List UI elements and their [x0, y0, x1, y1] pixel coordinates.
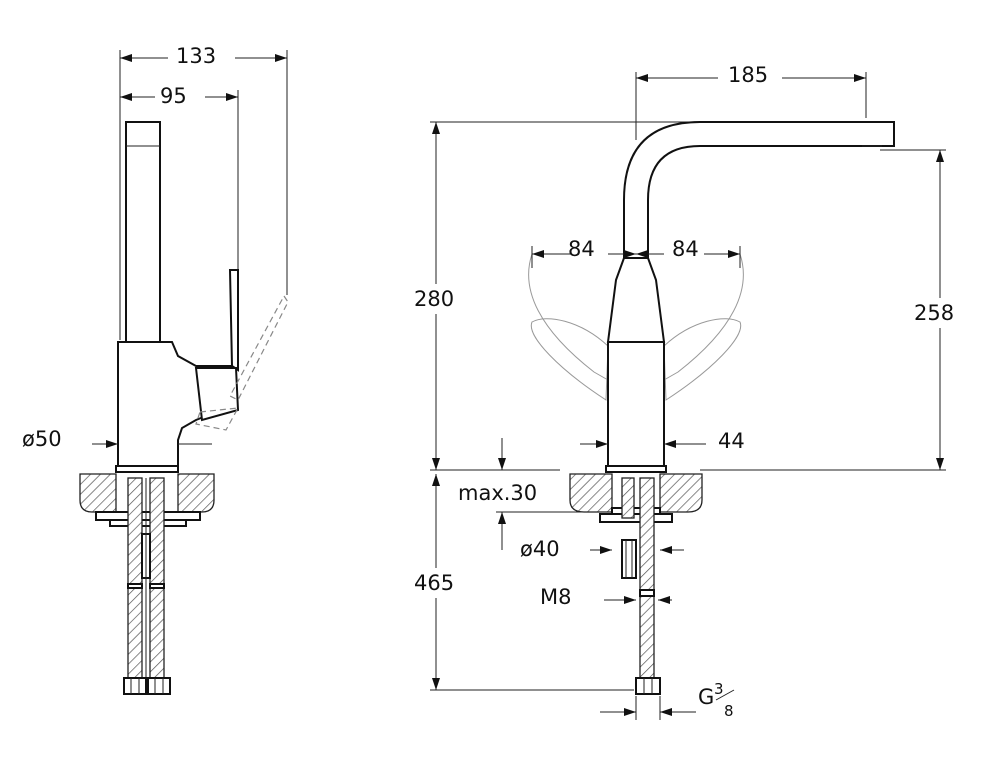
- dimension-258: 258: [880, 149, 968, 470]
- dim-95-label: 95: [160, 84, 187, 108]
- side-hose-right: [149, 477, 165, 679]
- front-lever-right-arc: [663, 253, 744, 381]
- dim-max30-label: max.30: [458, 481, 537, 505]
- dim-185-label: 185: [728, 63, 768, 87]
- side-lever-open-position: [195, 294, 289, 431]
- side-base-plate: [115, 465, 179, 473]
- dim-465-label: 465: [414, 571, 454, 595]
- front-hose-main: [639, 595, 655, 679]
- front-lever-stem: [606, 257, 666, 343]
- front-hose-a: [621, 477, 635, 519]
- dimension-diameter-40: ø40: [520, 537, 684, 561]
- front-base-plate: [605, 465, 667, 473]
- dim-m8-label: M8: [540, 585, 571, 609]
- dim-280-label: 280: [414, 287, 454, 311]
- front-spout: [623, 121, 895, 341]
- dim-g38-denominator: 8: [724, 702, 734, 720]
- dimension-133: 133: [119, 44, 288, 340]
- dim-g38-label: G: [698, 685, 714, 709]
- front-view: 185 280 258: [412, 63, 968, 720]
- side-hose-nut-right: [147, 677, 171, 695]
- dim-84-right-label: 84: [672, 237, 699, 261]
- front-lever-left-arc: [528, 253, 609, 381]
- dimension-185: 185: [635, 63, 867, 140]
- dim-258-label: 258: [914, 301, 954, 325]
- side-view: 133 95 ø50: [22, 44, 289, 695]
- dimension-465: 465: [412, 474, 634, 691]
- side-mount-plate: [95, 511, 201, 521]
- dimension-44: 44: [580, 429, 745, 453]
- side-lever: [228, 269, 239, 372]
- front-body: [607, 341, 665, 467]
- front-hose-nut: [635, 677, 661, 695]
- dim-d50-label: ø50: [22, 427, 62, 451]
- dimension-84-pair: 84 84: [531, 237, 741, 268]
- side-countertop-right: [177, 473, 215, 513]
- dimension-95: 95: [120, 84, 239, 270]
- front-mount-plate: [599, 513, 673, 523]
- side-countertop: [79, 473, 117, 513]
- front-lever-right: [663, 318, 742, 401]
- front-countertop-right: [659, 473, 703, 513]
- dim-133-label: 133: [176, 44, 216, 68]
- dim-44-label: 44: [718, 429, 745, 453]
- front-lever-left: [530, 318, 609, 401]
- dim-d40-label: ø40: [520, 537, 560, 561]
- dimension-g38: G 3 8: [600, 680, 735, 720]
- dim-84-left-label: 84: [568, 237, 595, 261]
- side-hose-nut-left: [123, 677, 147, 695]
- side-cartridge: [194, 367, 240, 422]
- dimension-280: 280: [412, 121, 700, 470]
- front-hose-b: [639, 477, 655, 591]
- dimension-diameter-50: ø50: [22, 427, 118, 451]
- dim-g38-numerator: 3: [714, 680, 724, 698]
- front-stud: [621, 539, 637, 579]
- side-hose-left: [127, 477, 143, 679]
- dimension-max30: max.30: [458, 438, 600, 550]
- side-spout: [125, 121, 161, 345]
- front-countertop-left: [569, 473, 613, 513]
- dimension-m8: M8: [540, 585, 672, 609]
